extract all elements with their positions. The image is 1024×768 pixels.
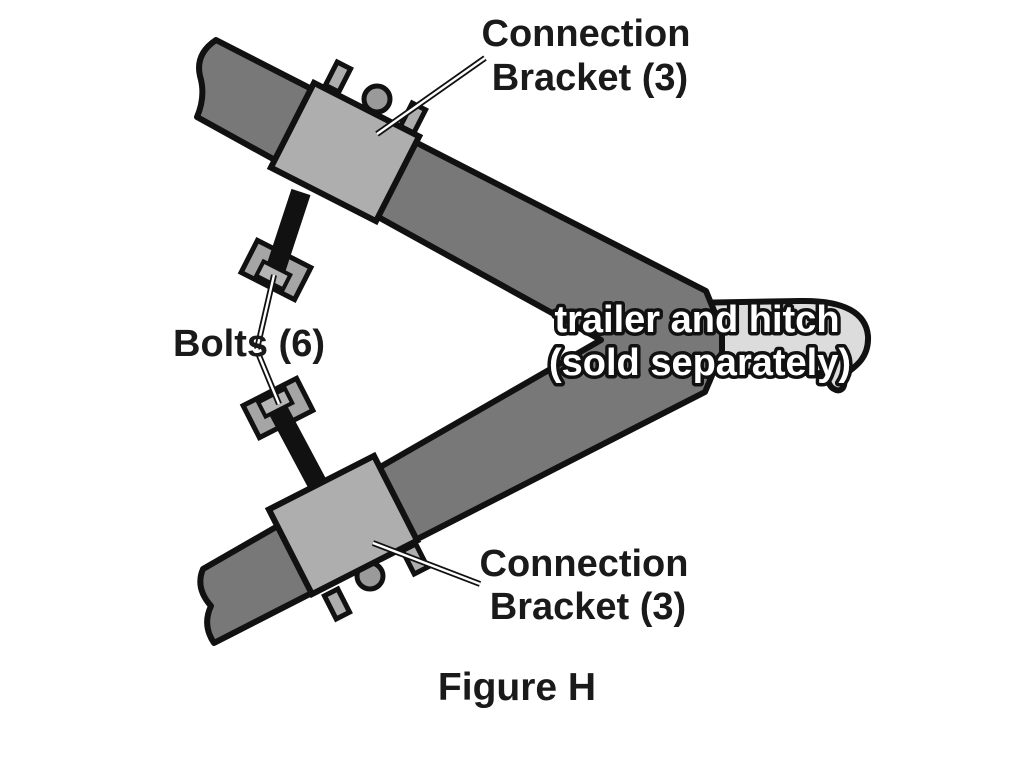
leader-top-bracket xyxy=(375,55,487,137)
trailer-tongue-beams xyxy=(194,37,725,646)
upper-bracket-stud-left xyxy=(322,58,354,96)
leader-bottom-bracket xyxy=(371,540,482,587)
top-bracket-label-line2: Bracket (3) xyxy=(492,57,688,99)
upper-connection-bracket xyxy=(266,78,424,226)
lower-bracket-stud-left xyxy=(321,585,353,623)
bolts-label: Bolts (6) xyxy=(173,323,325,365)
lower-connection-assembly xyxy=(239,374,431,623)
lower-connection-bracket xyxy=(264,451,422,599)
hitch-label-line1: trailer and hitch xyxy=(554,299,839,341)
hitch-coupler xyxy=(683,297,872,394)
upper-connection-assembly xyxy=(237,58,429,304)
figure-caption: Figure H xyxy=(438,666,596,709)
bottom-bracket-label-line1: Connection xyxy=(480,543,689,585)
upper-bolt-shaft xyxy=(266,188,311,272)
leader-lower-bolt xyxy=(255,351,282,406)
lower-bolt-shaft xyxy=(269,405,327,490)
bottom-bracket-label-line2: Bracket (3) xyxy=(490,586,686,628)
top-bracket-label-line1: Connection xyxy=(482,13,691,55)
leader-upper-bolt xyxy=(254,274,277,350)
hitch-label-line2: (sold separately) xyxy=(549,342,851,384)
